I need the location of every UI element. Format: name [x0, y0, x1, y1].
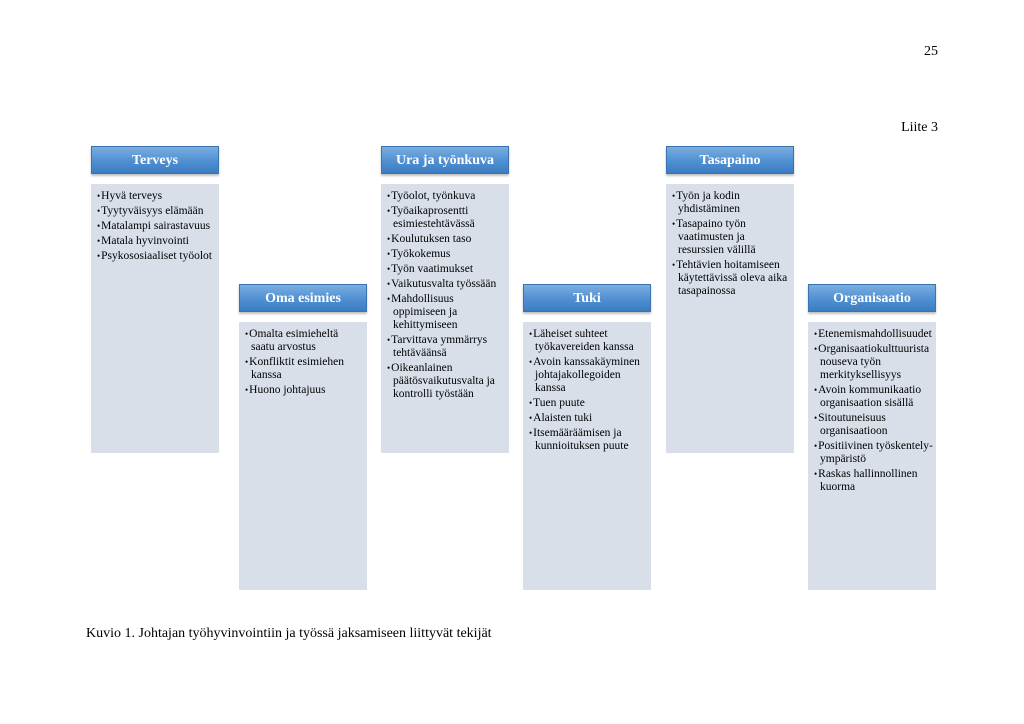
- column-header: Terveys: [91, 146, 219, 174]
- list-item: Työaikaprosentti esimiestehtävässä: [387, 205, 506, 231]
- list-item: Raskas hallinnollinen kuorma: [814, 468, 933, 494]
- list-item: Tuen puute: [529, 397, 648, 410]
- column-tuki: Tuki Läheiset suhteet työkavereiden kans…: [523, 284, 651, 590]
- list-item: Matala hyvinvointi: [97, 235, 216, 248]
- column-tasapaino: Tasapaino Työn ja kodin yhdistäminen Tas…: [666, 146, 794, 453]
- list-item: Omalta esimieheltä saatu arvostus: [245, 328, 364, 354]
- list-item: Positiivinen työskentely-ympäristö: [814, 440, 933, 466]
- item-list: Etenemismahdollisuudet Organisaatiokultt…: [814, 328, 933, 494]
- list-item: Etenemismahdollisuudet: [814, 328, 933, 341]
- list-item: Konfliktit esimiehen kanssa: [245, 356, 364, 382]
- figure-caption: Kuvio 1. Johtajan työhyvinvointiin ja ty…: [86, 626, 492, 641]
- list-item: Oikeanlainen päätösvaikutusvalta ja kont…: [387, 362, 506, 401]
- column-ura-ja-tyonkuva: Ura ja työnkuva Työolot, työnkuva Työaik…: [381, 146, 509, 453]
- list-item: Tyytyväisyys elämään: [97, 205, 216, 218]
- column-terveys: Terveys Hyvä terveys Tyytyväisyys elämää…: [91, 146, 219, 453]
- list-item: Avoin kommunikaatio organisaation sisäll…: [814, 384, 933, 410]
- item-list: Omalta esimieheltä saatu arvostus Konfli…: [245, 328, 364, 397]
- column-body: Läheiset suhteet työkavereiden kanssa Av…: [523, 322, 651, 590]
- item-list: Työolot, työnkuva Työaikaprosentti esimi…: [387, 190, 506, 401]
- column-header: Ura ja työnkuva: [381, 146, 509, 174]
- list-item: Matalampi sairastavuus: [97, 220, 216, 233]
- item-list: Työn ja kodin yhdistäminen Tasapaino työ…: [672, 190, 791, 298]
- column-header: Organisaatio: [808, 284, 936, 312]
- list-item: Sitoutuneisuus organisaatioon: [814, 412, 933, 438]
- list-item: Työn ja kodin yhdistäminen: [672, 190, 791, 216]
- list-item: Vaikutusvalta työssään: [387, 278, 506, 291]
- column-body: Hyvä terveys Tyytyväisyys elämään Matala…: [91, 184, 219, 453]
- column-body: Työolot, työnkuva Työaikaprosentti esimi…: [381, 184, 509, 453]
- column-body: Omalta esimieheltä saatu arvostus Konfli…: [239, 322, 367, 590]
- column-header: Tasapaino: [666, 146, 794, 174]
- list-item: Koulutuksen taso: [387, 233, 506, 246]
- column-oma-esimies: Oma esimies Omalta esimieheltä saatu arv…: [239, 284, 367, 590]
- list-item: Tarvittava ymmärrys tehtäväänsä: [387, 334, 506, 360]
- appendix-label: Liite 3: [901, 120, 938, 135]
- list-item: Työn vaatimukset: [387, 263, 506, 276]
- item-list: Läheiset suhteet työkavereiden kanssa Av…: [529, 328, 648, 453]
- list-item: Tasapaino työn vaatimusten ja resurssien…: [672, 218, 791, 257]
- list-item: Tehtävien hoitamiseen käytettävissä olev…: [672, 259, 791, 298]
- page-number: 25: [924, 44, 938, 59]
- list-item: Avoin kanssakäyminen johtajakollegoiden …: [529, 356, 648, 395]
- item-list: Hyvä terveys Tyytyväisyys elämään Matala…: [97, 190, 216, 263]
- list-item: Organisaatiokulttuurista nouseva työn me…: [814, 343, 933, 382]
- column-organisaatio: Organisaatio Etenemismahdollisuudet Orga…: [808, 284, 936, 590]
- list-item: Itsemääräämisen ja kunnioituksen puute: [529, 427, 648, 453]
- column-body: Työn ja kodin yhdistäminen Tasapaino työ…: [666, 184, 794, 453]
- list-item: Läheiset suhteet työkavereiden kanssa: [529, 328, 648, 354]
- list-item: Mahdollisuus oppimiseen ja kehittymiseen: [387, 293, 506, 332]
- column-header: Oma esimies: [239, 284, 367, 312]
- column-body: Etenemismahdollisuudet Organisaatiokultt…: [808, 322, 936, 590]
- list-item: Työolot, työnkuva: [387, 190, 506, 203]
- list-item: Työkokemus: [387, 248, 506, 261]
- list-item: Hyvä terveys: [97, 190, 216, 203]
- list-item: Psykososiaaliset työolot: [97, 250, 216, 263]
- list-item: Alaisten tuki: [529, 412, 648, 425]
- column-header: Tuki: [523, 284, 651, 312]
- list-item: Huono johtajuus: [245, 384, 364, 397]
